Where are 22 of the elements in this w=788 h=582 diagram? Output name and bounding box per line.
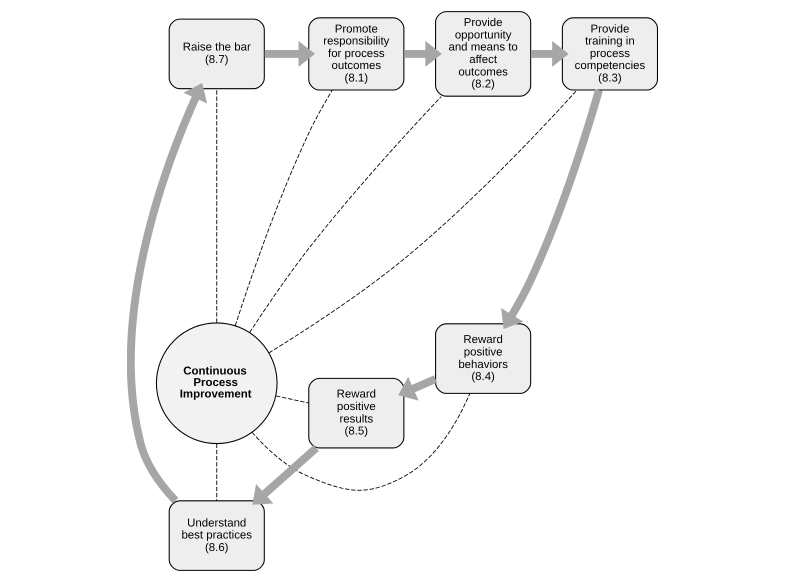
node-box: Reward positive behaviors (8.4) xyxy=(435,323,532,394)
node-circle: Continuous Process Improvement xyxy=(156,322,278,444)
arrow xyxy=(264,40,316,67)
connector xyxy=(276,396,310,404)
node-box: Raise the bar (8.7) xyxy=(168,18,265,90)
arrow xyxy=(501,88,603,330)
arrow xyxy=(404,40,442,67)
connector xyxy=(216,88,218,324)
arrow xyxy=(127,83,208,504)
connector xyxy=(216,443,218,502)
arrow xyxy=(530,40,569,67)
connector xyxy=(252,393,470,491)
node-box: Promote responsibility for process outcomes (8.1) xyxy=(308,17,404,91)
connector xyxy=(268,90,578,354)
node-box: Provide opportunity and means to affect outcomes (8.2) xyxy=(435,11,532,97)
node-box: Reward positive results (8.5) xyxy=(308,378,404,448)
connector xyxy=(249,96,442,333)
node-box: Provide training in process competencies (8.3) xyxy=(562,17,658,91)
node-box: Understand best practices (8.6) xyxy=(168,500,265,571)
arrow xyxy=(398,375,438,401)
arrow xyxy=(252,445,319,505)
connector xyxy=(234,90,333,326)
